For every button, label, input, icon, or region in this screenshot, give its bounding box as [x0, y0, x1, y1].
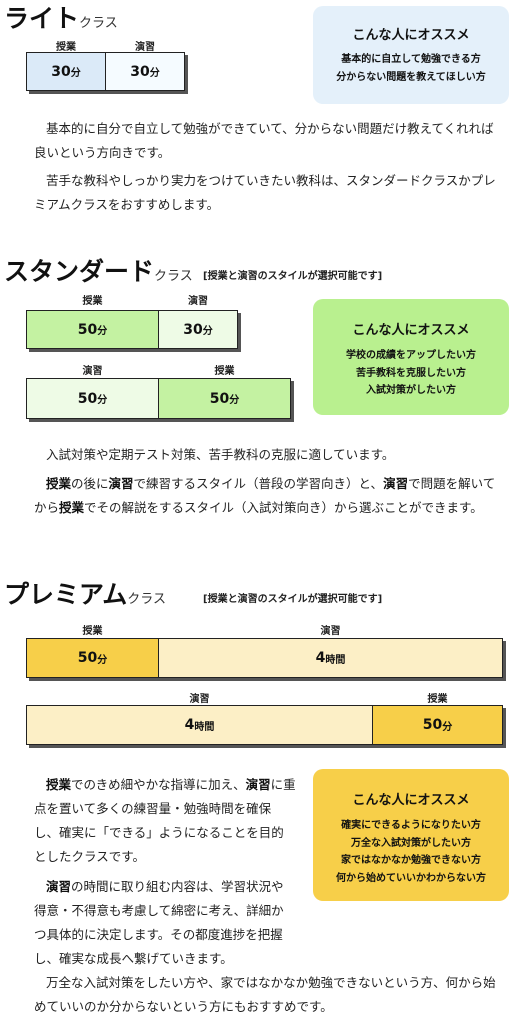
premium-recommend-line: 確実にできるようになりたい方 [341, 820, 481, 831]
light-recommend-line: 分からない問題を教えてほしい方 [336, 71, 486, 83]
standard-recommend-line: 苦手教科を克服したい方 [356, 367, 466, 379]
premium-bar2-practice-label: 演習 [189, 694, 210, 705]
standard-bar2-study-label: 授業 [214, 366, 235, 377]
standard-title-suffix: クラス [154, 269, 193, 284]
light-practice-label: 演習 [135, 42, 155, 53]
standard-recommend-line: 入試対策がしたい方 [366, 385, 456, 396]
light-title: ライトクラス [4, 4, 118, 33]
standard-recommend-box: こんな人にオススメ 学校の成績をアップしたい方 苦手教科を克服したい方 入試対策… [313, 299, 509, 415]
premium-recommend-line: 何から始めていいかわからない方 [336, 872, 486, 884]
light-recommend-line: 基本的に自立して勉強できる方 [341, 54, 481, 65]
light-paragraph-1: 基本的に自分で自立して勉強ができていて、分からない問題だけ教えてくれれば良いとい… [34, 121, 494, 160]
premium-recommend-line: 万全な入試対策がしたい方 [351, 837, 471, 849]
premium-paragraph-1: 授業でのきめ細やかな指導に加え、演習に重点を置いて多くの練習量・勉強時間を確保し… [34, 777, 296, 864]
premium-bar1-study-label: 授業 [82, 626, 103, 637]
premium-paragraph-3: 万全な入試対策をしたい方や、家ではなかなか勉強できないという方、何から始めていい… [34, 975, 496, 1014]
premium-recommend-box: こんな人にオススメ 確実にできるようになりたい方 万全な入試対策がしたい方 家で… [313, 769, 509, 901]
standard-bar2-practice-label: 演習 [82, 366, 103, 377]
standard-bar1-practice-label: 演習 [188, 296, 208, 307]
light-title-suffix: クラス [79, 16, 118, 31]
standard-title: スタンダードクラス [4, 257, 193, 286]
premium-title-suffix: クラス [127, 592, 167, 607]
light-paragraph-2: 苦手な教科やしっかり実力をつけていきたい教科は、スタンダードクラスかプレミアムク… [34, 173, 496, 212]
standard-style-note: [授業と演習のスタイルが選択可能です] [203, 271, 383, 282]
standard-recommend-line: 学校の成績をアップしたい方 [346, 350, 476, 361]
light-recommend-box: こんな人にオススメ 基本的に自立して勉強できる方 分からない問題を教えてほしい方 [313, 6, 509, 104]
light-study-label: 授業 [56, 42, 76, 53]
standard-paragraph-1: 入試対策や定期テスト対策、苦手教科の克服に適しています。 [46, 447, 395, 462]
light-recommend-heading: こんな人にオススメ [352, 28, 470, 43]
premium-recommend-line: 家ではなかなか勉強できない方 [341, 855, 481, 866]
standard-paragraph-2: 授業の後に演習で練習するスタイル（普段の学習向き）と、演習で問題を解いてから授業… [34, 476, 496, 515]
standard-recommend-heading: こんな人にオススメ [352, 323, 470, 338]
premium-bar2-study-label: 授業 [427, 694, 448, 705]
premium-style-note: [授業と演習のスタイルが選択可能です] [203, 594, 383, 605]
premium-title: プレミアムクラス [4, 580, 167, 609]
premium-bar1-practice-label: 演習 [320, 626, 341, 637]
premium-paragraph-2a: 演習の時間に取り組む内容は、学習状況や得意・不得意も考慮して綿密に考え、詳細かつ… [34, 879, 284, 966]
standard-bar1-study-label: 授業 [82, 296, 103, 307]
premium-recommend-heading: こんな人にオススメ [352, 793, 470, 808]
